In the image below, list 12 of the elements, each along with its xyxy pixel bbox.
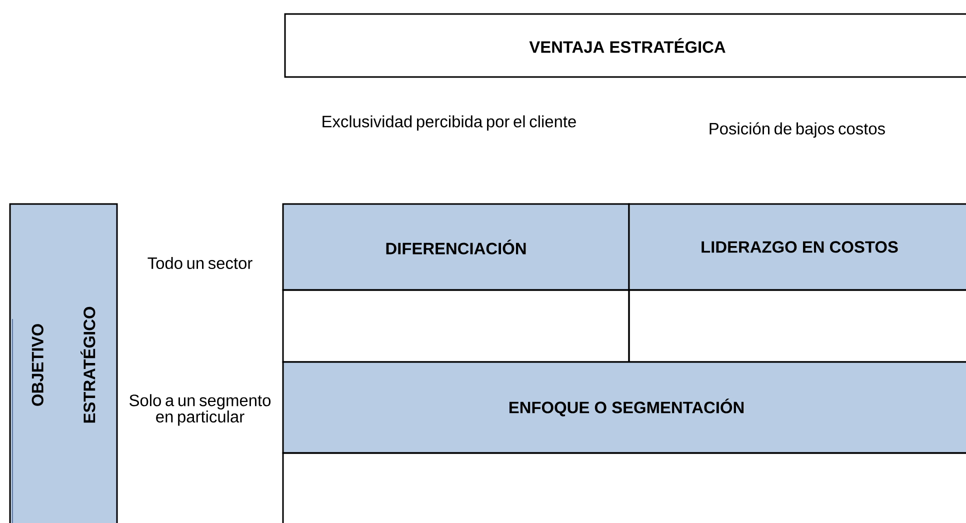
- table-cell: ENFOQUE O SEGMENTACIÓN: [282, 361, 966, 454]
- vertical-band: OBJETIVO ESTRATÉGICO: [9, 203, 118, 523]
- label-text: Exclusividad percibida por el cliente: [322, 115, 576, 131]
- label-text: Solo a un segmento en particular: [130, 394, 271, 426]
- label-text: Posición de bajos costos: [710, 122, 885, 138]
- empty-cell: [628, 289, 966, 363]
- empty-cell: [282, 452, 966, 523]
- label-text: Todo un sector: [148, 256, 252, 270]
- table-cell: DIFERENCIACIÓN: [282, 203, 630, 291]
- table-cell: LIDERAZGO EN COSTOS: [628, 203, 966, 291]
- header-box: VENTAJA ESTRATÉGICA: [284, 13, 966, 78]
- empty-cell: [282, 289, 630, 363]
